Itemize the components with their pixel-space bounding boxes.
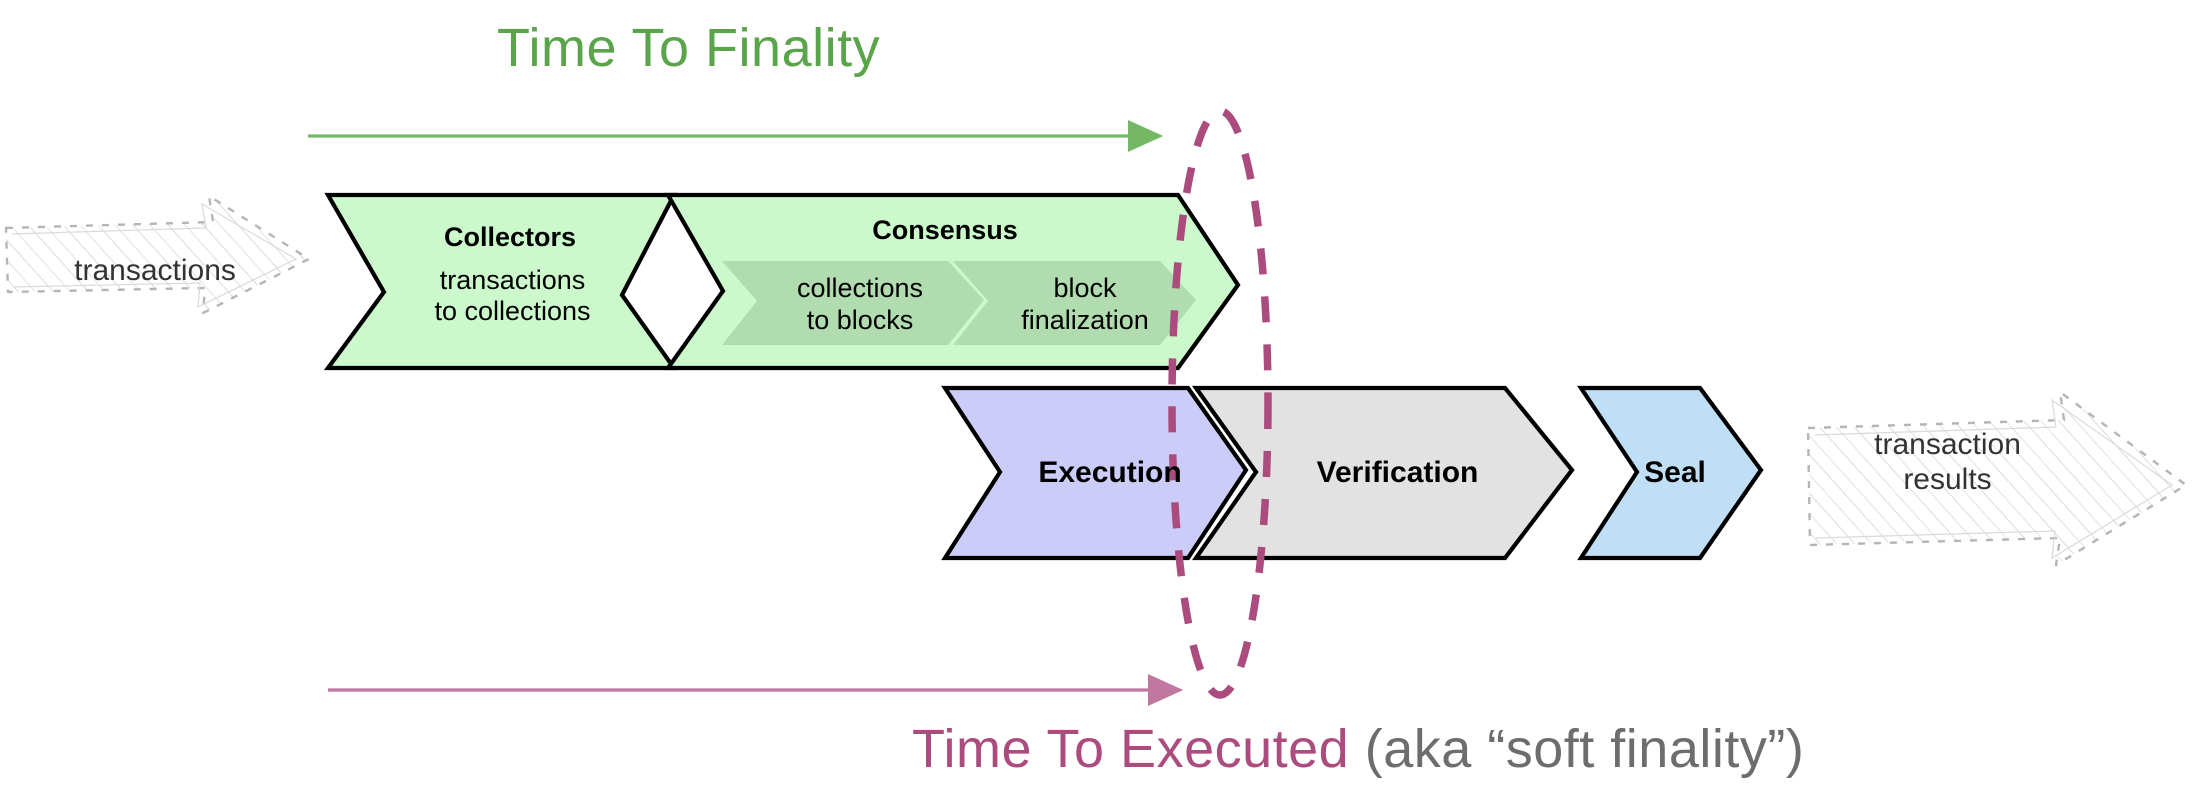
finality-boundary-ellipse — [1168, 107, 1272, 699]
substage-shape-collections-to-blocks[interactable] — [722, 261, 984, 345]
stage-shape-execution[interactable] — [941, 385, 1249, 561]
time-to-executed-title: Time To Executed (aka “soft finality”) — [912, 718, 1804, 780]
time-to-executed-sub: (aka “soft finality”) — [1349, 719, 1805, 779]
stage-shape-seal[interactable] — [1577, 385, 1764, 561]
ghost-arrow-transactions — [4, 194, 311, 315]
stage-shape-collectors[interactable] — [323, 192, 679, 371]
ghost-arrow-transaction-results — [1806, 390, 2188, 567]
substage-shape-block-finalization[interactable] — [953, 261, 1196, 345]
input-ghost-label: transactions — [74, 254, 236, 287]
stage-shape-verification[interactable] — [1191, 385, 1575, 561]
output-ghost-label: transaction results — [1874, 428, 2021, 497]
time-to-executed-main: Time To Executed — [912, 719, 1350, 779]
time-to-finality-title: Time To Finality — [497, 18, 881, 78]
